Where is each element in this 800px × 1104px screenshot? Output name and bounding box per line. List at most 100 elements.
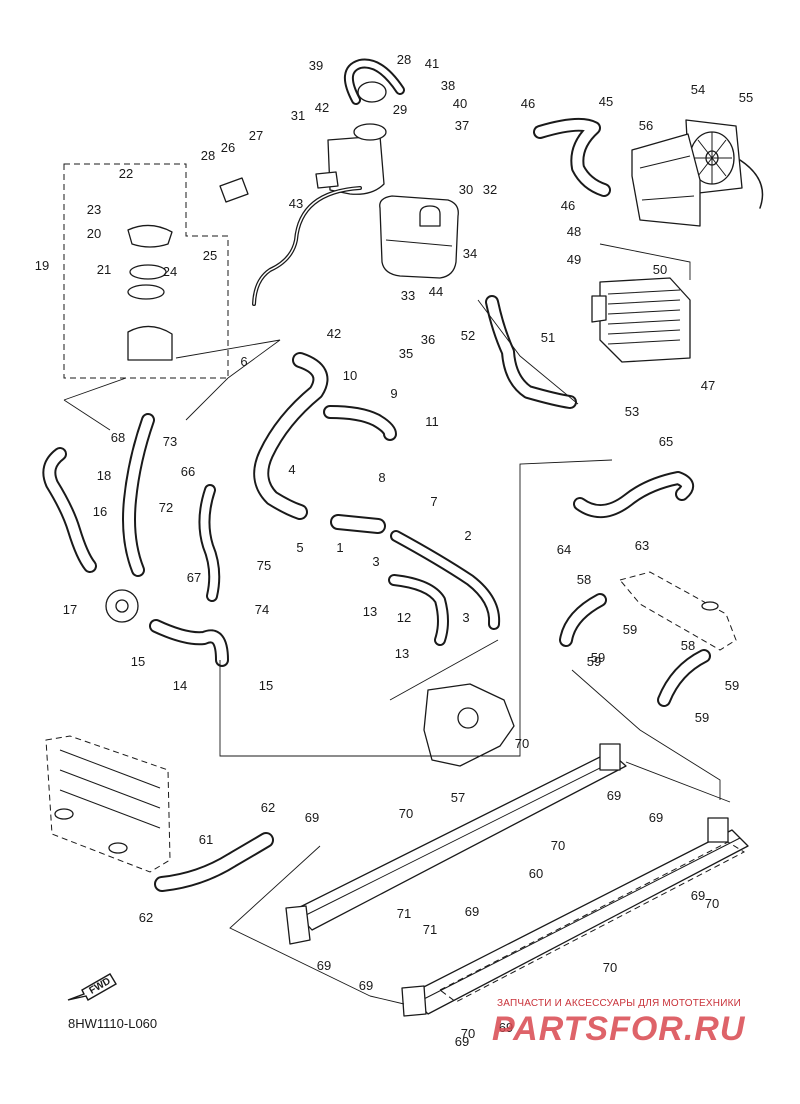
callout-5: 5 bbox=[296, 540, 303, 555]
callout-42: 42 bbox=[315, 100, 329, 115]
callout-69: 69 bbox=[359, 978, 373, 993]
callout-70: 70 bbox=[551, 838, 565, 853]
thermostat-group-outline bbox=[63, 163, 229, 379]
callout-14: 14 bbox=[173, 678, 187, 693]
callout-28: 28 bbox=[397, 52, 411, 67]
callout-3: 3 bbox=[462, 610, 469, 625]
callout-54: 54 bbox=[691, 82, 705, 97]
cooling-fan bbox=[685, 119, 764, 209]
callout-69: 69 bbox=[455, 1034, 469, 1049]
pipe-60-dashed-outline bbox=[439, 841, 746, 1003]
callout-59: 59 bbox=[587, 654, 601, 669]
callout-22: 22 bbox=[119, 166, 133, 181]
callout-38: 38 bbox=[441, 78, 455, 93]
callout-75: 75 bbox=[257, 558, 271, 573]
callout-7: 7 bbox=[430, 494, 437, 509]
callout-46: 46 bbox=[521, 96, 535, 111]
callout-70: 70 bbox=[603, 960, 617, 975]
callout-27: 27 bbox=[249, 128, 263, 143]
callout-1: 1 bbox=[336, 540, 343, 555]
callout-70: 70 bbox=[705, 896, 719, 911]
callout-6: 6 bbox=[240, 354, 247, 369]
callout-66: 66 bbox=[181, 464, 195, 479]
callout-70: 70 bbox=[515, 736, 529, 751]
callout-49: 49 bbox=[567, 252, 581, 267]
callout-65: 65 bbox=[659, 434, 673, 449]
callout-9: 9 bbox=[390, 386, 397, 401]
callout-70: 70 bbox=[399, 806, 413, 821]
callout-59: 59 bbox=[591, 650, 605, 665]
callout-29: 29 bbox=[393, 102, 407, 117]
callout-45: 45 bbox=[599, 94, 613, 109]
callout-41: 41 bbox=[425, 56, 439, 71]
callout-61: 61 bbox=[199, 832, 213, 847]
callout-24: 24 bbox=[163, 264, 177, 279]
callout-58: 58 bbox=[577, 572, 591, 587]
overflow-bottle bbox=[315, 123, 387, 195]
callout-55: 55 bbox=[739, 90, 753, 105]
callout-46: 46 bbox=[561, 198, 575, 213]
callout-labels: 1233456789101112131314151516171819202122… bbox=[35, 52, 753, 1049]
callout-18: 18 bbox=[97, 468, 111, 483]
callout-16: 16 bbox=[93, 504, 107, 519]
callout-17: 17 bbox=[63, 602, 77, 617]
callout-59: 59 bbox=[623, 622, 637, 637]
thermo-sender-housing bbox=[105, 589, 139, 623]
callout-42: 42 bbox=[327, 326, 341, 341]
hose-set bbox=[42, 117, 711, 892]
callout-12: 12 bbox=[397, 610, 411, 625]
callout-21: 21 bbox=[97, 262, 111, 277]
callout-31: 31 bbox=[291, 108, 305, 123]
callout-63: 63 bbox=[635, 538, 649, 553]
callout-33: 33 bbox=[401, 288, 415, 303]
callout-64: 64 bbox=[557, 542, 571, 557]
watermark-subtitle: ЗАПЧАСТИ И АКСЕССУАРЫ ДЛЯ МОТОТЕХНИКИ bbox=[497, 998, 742, 1009]
callout-40: 40 bbox=[453, 96, 467, 111]
callout-56: 56 bbox=[639, 118, 653, 133]
callout-71: 71 bbox=[397, 906, 411, 921]
radiator-upper bbox=[591, 277, 691, 363]
callout-62: 62 bbox=[139, 910, 153, 925]
callout-26: 26 bbox=[221, 140, 235, 155]
callout-57: 57 bbox=[451, 790, 465, 805]
callout-58: 58 bbox=[681, 638, 695, 653]
fwd-arrow-icon: FWD bbox=[67, 973, 117, 1001]
filler-cap bbox=[344, 58, 405, 105]
callout-3: 3 bbox=[372, 554, 379, 569]
callout-72: 72 bbox=[159, 500, 173, 515]
callout-60: 60 bbox=[529, 866, 543, 881]
callout-47: 47 bbox=[701, 378, 715, 393]
callout-8: 8 bbox=[378, 470, 385, 485]
callout-48: 48 bbox=[567, 224, 581, 239]
callout-69: 69 bbox=[465, 904, 479, 919]
callout-73: 73 bbox=[163, 434, 177, 449]
callout-32: 32 bbox=[483, 182, 497, 197]
callout-69: 69 bbox=[317, 958, 331, 973]
callout-2: 2 bbox=[464, 528, 471, 543]
callout-4: 4 bbox=[288, 462, 295, 477]
callout-69: 69 bbox=[607, 788, 621, 803]
callout-52: 52 bbox=[461, 328, 475, 343]
callout-69: 69 bbox=[499, 1020, 513, 1035]
callout-30: 30 bbox=[459, 182, 473, 197]
callout-69: 69 bbox=[691, 888, 705, 903]
callout-50: 50 bbox=[653, 262, 667, 277]
callout-13: 13 bbox=[363, 604, 377, 619]
callout-15: 15 bbox=[131, 654, 145, 669]
callout-35: 35 bbox=[399, 346, 413, 361]
callout-15: 15 bbox=[259, 678, 273, 693]
callout-23: 23 bbox=[87, 202, 101, 217]
callout-39: 39 bbox=[309, 58, 323, 73]
callout-70: 70 bbox=[461, 1026, 475, 1041]
reservoir-tank bbox=[379, 195, 459, 279]
callout-69: 69 bbox=[305, 810, 319, 825]
callout-28: 28 bbox=[201, 148, 215, 163]
callout-71: 71 bbox=[423, 922, 437, 937]
callout-25: 25 bbox=[203, 248, 217, 263]
callout-68: 68 bbox=[111, 430, 125, 445]
callout-11: 11 bbox=[425, 414, 439, 429]
callout-74: 74 bbox=[255, 602, 269, 617]
reference-lines bbox=[63, 243, 731, 1005]
